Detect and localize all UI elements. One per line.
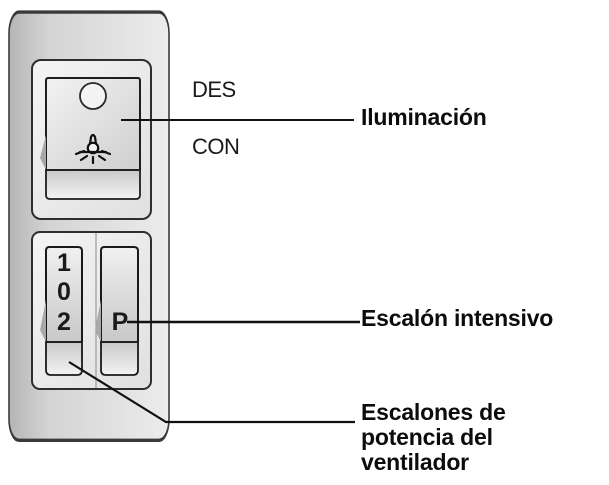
callout-escalon-intensivo: Escalón intensivo	[361, 305, 554, 331]
callout-iluminacion: Iluminación	[361, 104, 487, 130]
fan-speed-rocker-switch[interactable]	[40, 246, 83, 376]
lighting-rocker-switch[interactable]	[40, 77, 141, 200]
boost-rocker-switch[interactable]	[95, 246, 139, 376]
fan-key-digit-1: 1	[57, 249, 71, 277]
state-label-des: DES	[192, 77, 236, 102]
callout-escalones-line-2: potencia del	[361, 424, 493, 450]
callout-escalones-line-3: ventilador	[361, 449, 469, 475]
callout-escalones-line-1: Escalones de	[361, 399, 506, 425]
fan-key-digit-2: 2	[57, 308, 71, 336]
fan-key-digit-0: 0	[57, 278, 71, 306]
boost-key-letter-p: P	[111, 308, 129, 336]
state-label-con: CON	[192, 134, 240, 159]
lamp-icon	[74, 133, 112, 165]
leader-escalones	[68, 361, 355, 424]
off-circle-icon	[79, 82, 107, 110]
leader-lines	[68, 119, 360, 424]
